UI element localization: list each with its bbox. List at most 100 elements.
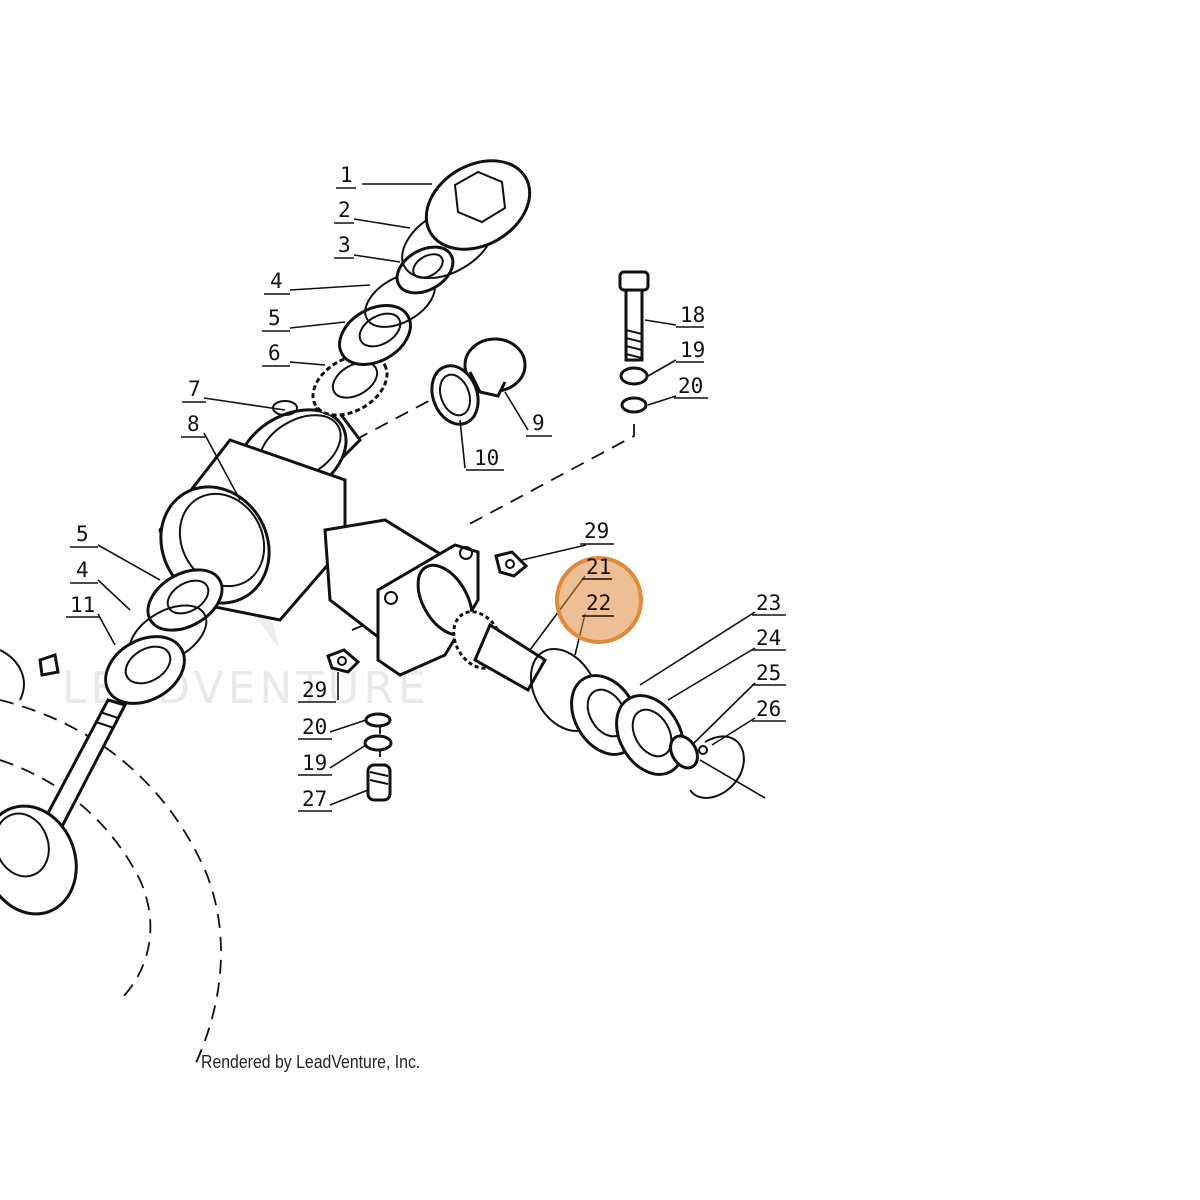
leader-lines bbox=[97, 183, 756, 806]
leader-19-top bbox=[647, 359, 677, 377]
gear-6 bbox=[311, 353, 389, 417]
callout-9[interactable]: 9 bbox=[526, 411, 552, 437]
callout-6[interactable]: 6 bbox=[262, 341, 290, 367]
leader-26 bbox=[711, 717, 756, 746]
callout-5-top[interactable]: 5 bbox=[262, 306, 290, 332]
callout-23[interactable]: 23 bbox=[752, 591, 786, 616]
bearing-11-inner bbox=[124, 645, 172, 685]
callout-18[interactable]: 18 bbox=[676, 303, 705, 328]
callout-5-left[interactable]: 5 bbox=[70, 522, 98, 548]
svg-text:4: 4 bbox=[76, 558, 89, 582]
callout-7[interactable]: 7 bbox=[182, 377, 206, 403]
dashed-line-wheel-outer bbox=[0, 699, 222, 1066]
gear-6-hub bbox=[331, 361, 379, 399]
svg-text:2: 2 bbox=[338, 198, 351, 222]
pulley bbox=[0, 804, 78, 916]
washer-19-bottom bbox=[363, 734, 393, 752]
leader-5-left bbox=[97, 544, 161, 581]
callout-21[interactable]: 21 bbox=[582, 555, 612, 580]
pulley-inner bbox=[0, 812, 50, 878]
callout-1[interactable]: 1 bbox=[336, 163, 356, 189]
leader-25 bbox=[691, 682, 756, 746]
leader-3 bbox=[353, 254, 401, 263]
svg-text:22: 22 bbox=[586, 591, 611, 615]
washer-20-bottom bbox=[364, 712, 392, 728]
callout-20-bottom[interactable]: 20 bbox=[298, 715, 332, 740]
gasket-10-inner bbox=[439, 373, 471, 417]
callout-29-bottom[interactable]: 29 bbox=[298, 678, 336, 703]
callout-19-top[interactable]: 19 bbox=[676, 338, 705, 363]
leader-19-bottom bbox=[329, 744, 367, 769]
callout-25[interactable]: 25 bbox=[752, 661, 786, 686]
callout-20-top[interactable]: 20 bbox=[674, 374, 708, 399]
flange-hole-left bbox=[384, 591, 398, 605]
leader-11 bbox=[97, 613, 116, 646]
callout-22[interactable]: 22 bbox=[582, 591, 614, 617]
leader-6 bbox=[289, 361, 326, 366]
svg-text:6: 6 bbox=[268, 341, 281, 365]
callout-26[interactable]: 26 bbox=[752, 697, 786, 722]
svg-text:3: 3 bbox=[338, 233, 351, 257]
washer-29-top bbox=[494, 550, 529, 578]
svg-text:20: 20 bbox=[302, 715, 327, 739]
leader-24 bbox=[667, 647, 756, 701]
bolt-18-thread bbox=[625, 329, 643, 359]
bolt-group-bottom bbox=[363, 712, 393, 802]
svg-text:23: 23 bbox=[756, 591, 781, 615]
callout-2[interactable]: 2 bbox=[334, 198, 354, 224]
cap-1 bbox=[424, 159, 532, 251]
svg-text:18: 18 bbox=[680, 303, 705, 327]
housing-assembly bbox=[158, 397, 480, 677]
washers-29 bbox=[326, 550, 529, 674]
bearing-24-inner bbox=[631, 708, 673, 758]
callout-4-top[interactable]: 4 bbox=[264, 269, 290, 295]
svg-text:29: 29 bbox=[302, 678, 327, 702]
bearing-5-inner bbox=[358, 312, 402, 348]
svg-text:5: 5 bbox=[76, 522, 89, 546]
top-parts bbox=[272, 159, 532, 417]
shaft-21 bbox=[473, 622, 548, 693]
callout-8[interactable]: 8 bbox=[181, 412, 206, 438]
bearing-5-left bbox=[146, 568, 224, 632]
callout-labels: 1 2 3 4 5 6 7 8 9 10 18 19 20 29 21 22 2… bbox=[66, 163, 786, 812]
callout-29-top[interactable]: 29 bbox=[580, 519, 614, 545]
svg-text:11: 11 bbox=[70, 593, 95, 617]
washer-29-top-hole bbox=[505, 559, 515, 569]
leader-4-left bbox=[97, 579, 131, 611]
svg-text:4: 4 bbox=[270, 269, 283, 293]
svg-text:21: 21 bbox=[586, 555, 611, 579]
cap-9-group bbox=[430, 337, 527, 426]
gasket-10 bbox=[430, 364, 480, 426]
svg-text:10: 10 bbox=[474, 446, 499, 470]
output-shaft-parts bbox=[452, 610, 745, 799]
leader-23 bbox=[639, 611, 756, 686]
callout-24[interactable]: 24 bbox=[752, 626, 786, 651]
callout-10[interactable]: 10 bbox=[466, 446, 504, 471]
shaft-center-line bbox=[699, 759, 766, 799]
nut-3-inner bbox=[412, 253, 444, 279]
dashed-line-9 bbox=[354, 394, 441, 441]
svg-text:8: 8 bbox=[187, 412, 200, 436]
svg-text:25: 25 bbox=[756, 661, 781, 685]
callout-4-left[interactable]: 4 bbox=[70, 558, 98, 584]
svg-text:5: 5 bbox=[268, 306, 281, 330]
svg-text:19: 19 bbox=[302, 751, 327, 775]
svg-text:7: 7 bbox=[188, 377, 201, 401]
lower-left-parts bbox=[0, 568, 224, 916]
callout-11[interactable]: 11 bbox=[66, 593, 100, 618]
leader-20-top bbox=[647, 395, 677, 406]
cap-9-stem bbox=[468, 371, 507, 398]
leader-4-top bbox=[289, 284, 371, 291]
svg-text:19: 19 bbox=[680, 338, 705, 362]
svg-text:27: 27 bbox=[302, 787, 327, 811]
leader-20-bottom bbox=[329, 719, 367, 733]
svg-text:26: 26 bbox=[756, 697, 781, 721]
bearing-11 bbox=[104, 635, 186, 705]
callout-3[interactable]: 3 bbox=[334, 233, 354, 259]
bearing-24 bbox=[615, 694, 685, 776]
leader-29-top bbox=[521, 544, 587, 561]
callout-27[interactable]: 27 bbox=[298, 787, 332, 812]
leader-7 bbox=[203, 397, 286, 411]
callout-19-bottom[interactable]: 19 bbox=[298, 751, 332, 776]
highlight-marker-22[interactable] bbox=[555, 556, 643, 644]
